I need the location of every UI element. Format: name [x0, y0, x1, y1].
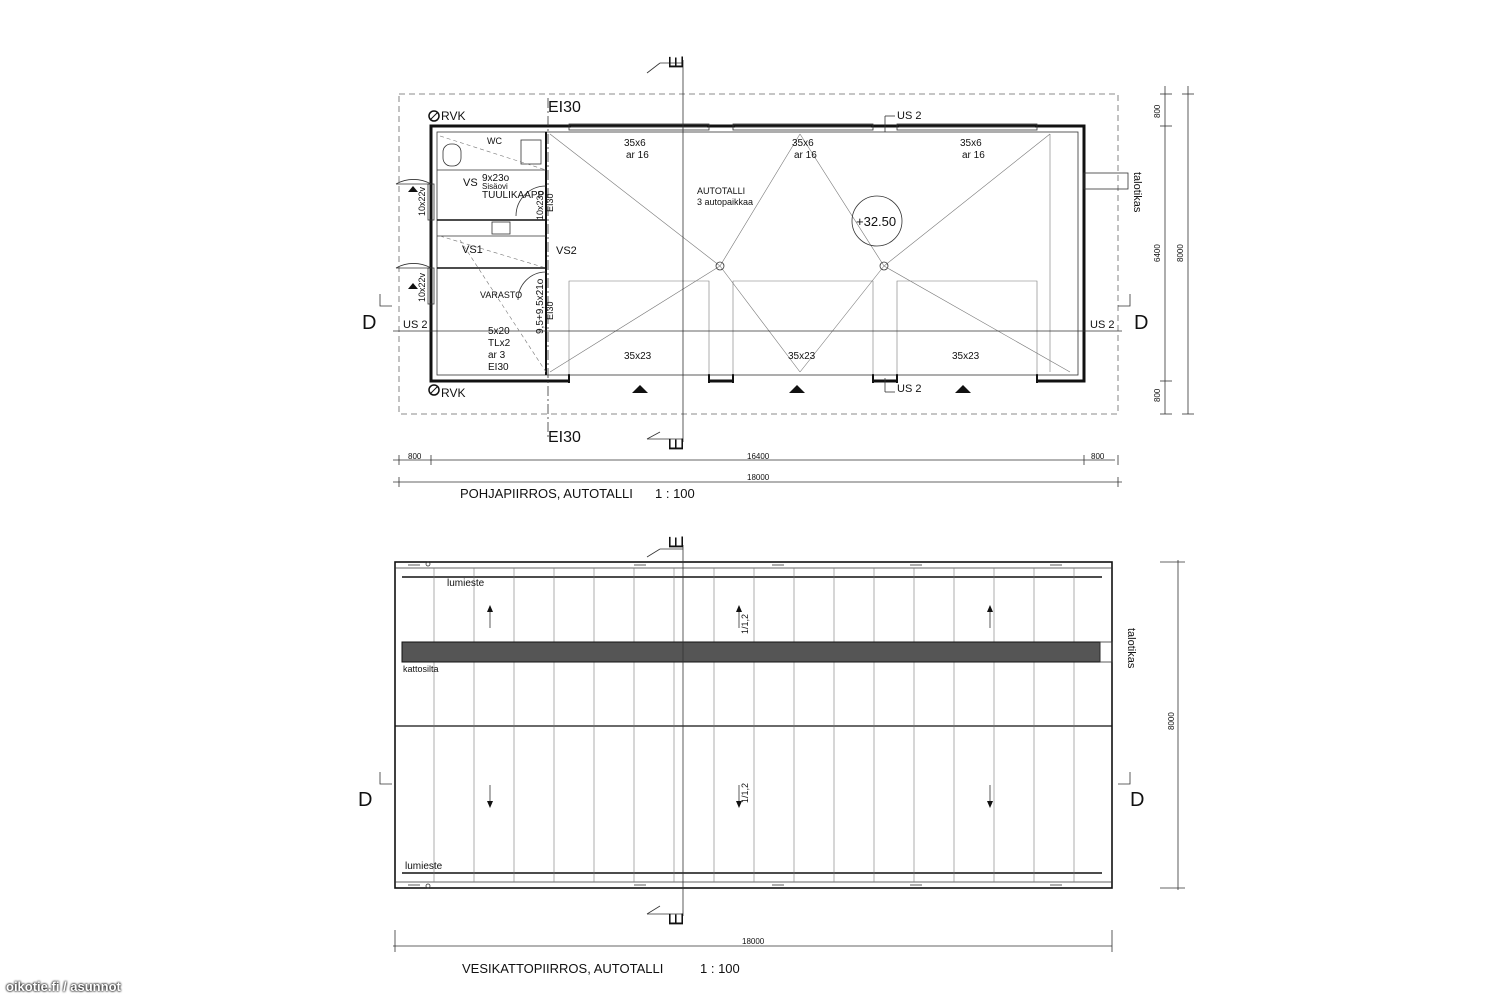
slope-arrows [487, 605, 993, 808]
roof-plan-scale: 1 : 100 [700, 961, 740, 976]
door-10x22v-1: 10x22v [417, 186, 427, 216]
roof-outline [394, 561, 1113, 889]
garage-door-openings [568, 374, 1038, 384]
section-d-left: D [362, 312, 376, 334]
room-vs: VS [463, 177, 478, 189]
rvk-label-bottom: RVK [441, 386, 465, 400]
ei30-vertical-1: EI30 [545, 193, 555, 212]
door-size-3: 35x23 [952, 351, 980, 362]
dim-h-total: 18000 [747, 473, 770, 482]
dim-v-bottom: 800 [1153, 388, 1162, 402]
room-vs2: VS2 [556, 245, 577, 257]
door-10x22v-2: 10x22v [417, 272, 427, 302]
wc-toilet-icon [442, 143, 462, 167]
us2-label-top: US 2 [897, 110, 921, 122]
watermark: oikotie.fi / asunnot [6, 979, 121, 994]
car-bays [568, 280, 1038, 375]
dim-h-left: 800 [408, 452, 422, 461]
ei30-label-bottom: EI30 [548, 429, 581, 446]
roof-dim-v-total: 8000 [1167, 712, 1176, 730]
talotikas-roof-ladder [1099, 641, 1113, 663]
us2-label-left: US 2 [403, 319, 427, 331]
door-10x23o: 10x23o [535, 190, 545, 220]
section-e-bottom: E [666, 438, 688, 451]
garage-diagonals [549, 133, 1071, 373]
entry-arrow-2 [789, 385, 805, 393]
roof-plan-caption: VESIKATTOPIIRROS, AUTOTALLI [462, 961, 663, 976]
inner-wall-line [436, 131, 1079, 376]
room-wc: WC [487, 136, 502, 146]
window-size-2: 35x6 [792, 138, 814, 149]
inner-door-swing-1 [515, 185, 547, 217]
us2-label-right: US 2 [1090, 319, 1114, 331]
window-ar-1: ar 16 [626, 150, 649, 161]
window-ar-2: ar 16 [794, 150, 817, 161]
slope-top-label: 1/1,2 [740, 614, 750, 634]
window-ar-3: ar 16 [962, 150, 985, 161]
door-9x23o: 9x23o [482, 173, 510, 184]
door-95x21o: 9,5+9,5x21o [535, 278, 546, 334]
rvk-label-top: RVK [441, 109, 465, 123]
roof-talotikas-label: talotikas [1125, 628, 1137, 669]
floor-plan-scale: 1 : 100 [655, 486, 695, 501]
dim-h-right: 800 [1091, 452, 1105, 461]
roof-section-e-bottom: E [666, 913, 688, 926]
window-tlx2: TLx2 [488, 338, 511, 349]
lumieste-top-label: lumieste [447, 578, 485, 589]
level-marker [851, 195, 903, 247]
floor-plan: D D E E EI30 EI30 RVK RVK US 2 US 2 US 2… [362, 56, 1194, 501]
roof-section-d-right: D [1130, 789, 1144, 811]
door-sisaovi: Sisäovi [482, 182, 508, 191]
slope-bottom-label: 1/1,2 [740, 783, 750, 803]
roof-walkway [401, 641, 1101, 663]
dim-v-total: 8000 [1176, 244, 1185, 262]
us2-label-bottom: US 2 [897, 383, 921, 395]
kattosilta-label: kattosilta [403, 664, 439, 674]
roof-seams [433, 568, 1075, 882]
roof-plan: D D E E lumieste lumieste kattosilta tal… [358, 536, 1185, 976]
dim-v-top: 800 [1153, 104, 1162, 118]
window-ei30: EI30 [488, 362, 509, 373]
wc-sink-icon [520, 139, 542, 165]
door-size-1: 35x23 [624, 351, 652, 362]
vs1-sink-icon [491, 221, 511, 235]
ei30-label-top: EI30 [548, 99, 581, 116]
room-tuulikaappi: TUULIKAAPPI [482, 190, 547, 201]
floor-plan-caption: POHJAPIIRROS, AUTOTALLI [460, 486, 633, 501]
roof-section-e-top: E [666, 536, 688, 549]
entry-arrow-3 [955, 385, 971, 393]
ei30-vertical-2: EI30 [545, 301, 555, 320]
entry-arrow-1 [632, 385, 648, 393]
window-5x20: 5x20 [488, 326, 510, 337]
roof-dim-h-total: 18000 [742, 937, 765, 946]
section-d-right: D [1134, 312, 1148, 334]
section-e-top: E [666, 56, 688, 69]
door-size-2: 35x23 [788, 351, 816, 362]
level-value: +32.50 [856, 214, 896, 229]
dim-h-middle: 16400 [747, 452, 770, 461]
exterior-doors [395, 179, 435, 305]
room-vs1: VS1 [462, 244, 483, 256]
room-autopaikkaa: 3 autopaikkaa [697, 197, 753, 207]
roof-section-d-left: D [358, 789, 372, 811]
eave-markers [408, 561, 1062, 889]
room-autotalli: AUTOTALLI [697, 186, 745, 196]
talotikas-ladder [1083, 172, 1129, 190]
room-varasto: VARASTO [480, 290, 522, 300]
rvk-icon-top [428, 110, 440, 122]
rvk-icon-bottom [428, 384, 440, 396]
window-size-3: 35x6 [960, 138, 982, 149]
lumieste-bottom-label: lumieste [405, 861, 443, 872]
dim-v-middle: 6400 [1153, 244, 1162, 262]
inner-door-swing-2 [517, 271, 547, 301]
window-ar3: ar 3 [488, 350, 506, 361]
talotikas-label: talotikas [1131, 172, 1143, 213]
window-size-1: 35x6 [624, 138, 646, 149]
top-windows [568, 123, 1038, 131]
